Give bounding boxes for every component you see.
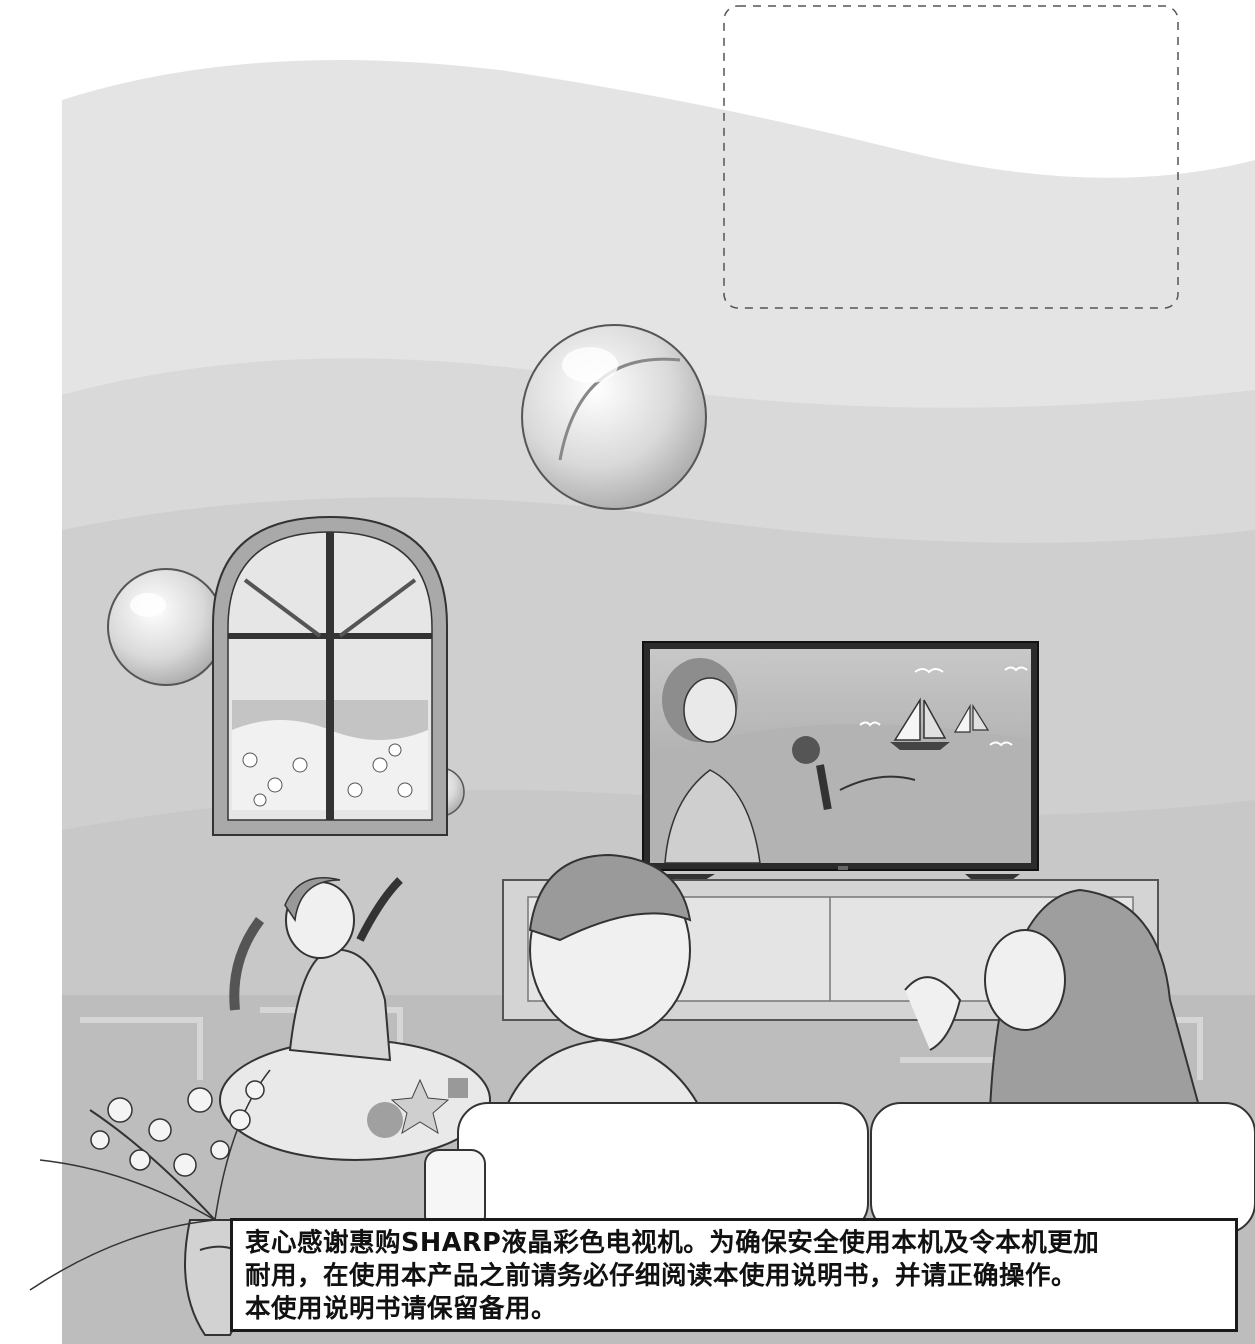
arched-window [212,515,448,836]
notice-line-2: 耐用，在使用本产品之前请务必仔细阅读本使用说明书，并请正确操作。 [245,1261,1078,1291]
notice-box: 衷心感谢惠购SHARP液晶彩色电视机。为确保安全使用本机及令本机更加 耐用，在使… [230,1218,1238,1332]
television [642,641,1039,880]
sofa [424,1102,1255,1234]
bubble-icon [107,568,225,686]
floor-pattern [80,1007,1203,1100]
sailboat-icon [890,697,950,750]
sailboat-icon [953,703,990,733]
star-icon [390,1078,450,1135]
placeholder-box [723,5,1179,309]
microphone-icon [792,736,832,811]
notice-line-3: 本使用说明书请保留备用。 [245,1294,558,1324]
beach-ball-icon [521,324,707,510]
woman-viewer [904,888,1202,1111]
bird-icon [859,666,1028,747]
girl-on-float [219,877,491,1161]
notice-line-1: 衷心感谢惠购SHARP液晶彩色电视机。为确保安全使用本机及令本机更加 [245,1228,1100,1258]
